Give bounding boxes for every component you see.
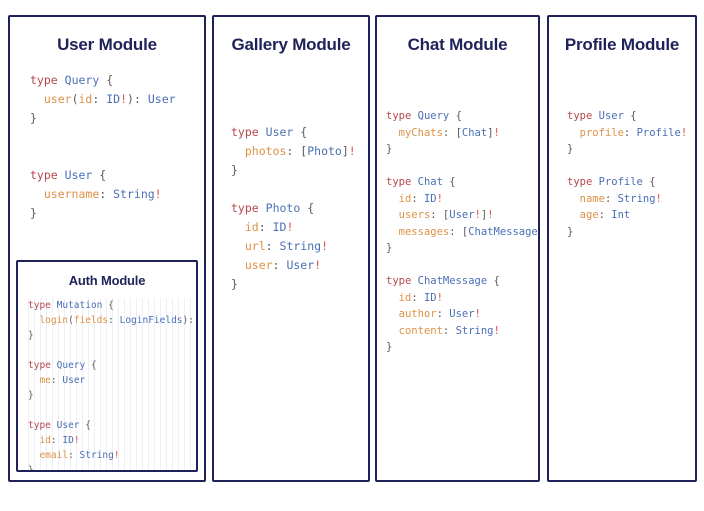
module-title-chat: Chat Module: [407, 35, 508, 54]
module-title-gallery: Gallery Module: [231, 35, 351, 54]
module-card-chat[interactable]: Chat Module type Query { myChats: [Chat]…: [375, 15, 540, 482]
module-title-user: User Module: [57, 35, 157, 54]
module-card-gallery[interactable]: Gallery Module type User { photos: [Phot…: [212, 15, 370, 482]
code-block-user: type Query { user(id: ID!): User } type …: [30, 73, 176, 220]
module-card-auth[interactable]: Auth Module type Mutation { login(fields…: [16, 260, 198, 472]
code-block-auth: type Mutation { login(fields: LoginField…: [28, 300, 194, 472]
module-card-user[interactable]: User Module type Query { user(id: ID!): …: [8, 15, 206, 482]
code-block-chat: type Query { myChats: [Chat]! } type Cha…: [386, 110, 538, 353]
module-title-auth: Auth Module: [68, 273, 146, 288]
code-block-gallery: type User { photos: [Photo]! } type Phot…: [231, 125, 356, 291]
module-card-profile[interactable]: Profile Module type User { profile: Prof…: [547, 15, 697, 482]
module-title-profile: Profile Module: [564, 35, 680, 54]
code-block-profile: type User { profile: Profile! } type Pro…: [567, 110, 688, 238]
